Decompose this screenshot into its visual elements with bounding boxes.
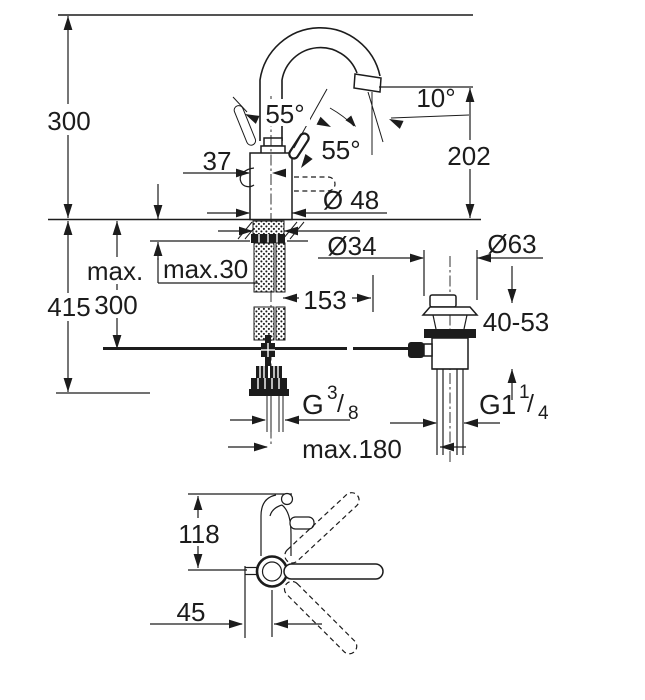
lever-left-extension [232,96,248,113]
dim-label-g38-g: G [302,389,324,420]
dim-37: 37 [183,146,286,178]
dim-55-right: 55° [297,135,366,171]
lever-hook [239,167,255,188]
dim-55-left: 55° [243,99,333,131]
dim-label-g114-den: 4 [538,403,549,424]
dim-label-g38-den: 8 [348,403,359,424]
pop-up-rod [103,335,412,366]
plan-spout [260,492,315,556]
dim-45: 45 [150,590,322,637]
faucet-spout [259,27,384,155]
flexible-hoses [253,242,286,341]
dim-label-415: 415 [47,292,90,322]
dim-max180: max.180 [228,434,466,464]
dim-label-d63: Ø63 [487,229,536,259]
aerator [353,73,382,93]
dim-label-d48: Ø 48 [323,185,379,215]
dim-label-202: 202 [447,141,490,171]
dim-label-10: 10° [416,83,455,113]
dim-label-g114-slash: / [527,390,534,418]
dim-d34: Ø34 [218,226,386,261]
pop-up-waste [408,256,479,462]
plan-lever-up [284,492,360,564]
dim-label-d34: Ø34 [327,231,376,261]
supply-connection-nuts [249,366,289,396]
lever-axis-extension [293,88,328,149]
dim-label-g38-slash: / [337,390,344,418]
rod-knob [408,342,424,358]
dim-10deg: 10° [329,83,470,130]
dim-label-g114-num: 1 [519,382,530,403]
dim-label-37: 37 [203,146,232,176]
dim-label-max: max. [87,256,143,286]
waste-plug [429,294,457,308]
waste-gasket [424,329,476,338]
dim-415: 415 [44,221,95,392]
dim-label-118: 118 [178,519,219,549]
faucet-body [239,137,293,221]
dim-label-40-53: 40-53 [483,307,550,337]
dim-label-300-top: 300 [47,106,90,136]
dim-202: 202 [379,86,498,218]
dim-300-above-counter: 300 [42,16,96,218]
dim-label-55-left: 55° [265,99,304,129]
plan-view: 118 45 [150,492,384,655]
lever-right-position [288,132,310,160]
plan-lever-down [283,580,358,655]
plan-lever-neutral [283,563,384,580]
dim-40-53: 40-53 [483,266,550,400]
dim-label-max30: max.30 [163,254,248,284]
dim-label-55-right: 55° [321,135,360,165]
dim-label-g114-g: G1 [479,389,516,420]
dim-label-300-below: 300 [94,290,137,320]
dim-153: 153 [283,275,374,315]
dim-label-g38-num: 3 [327,383,338,404]
waste-body [431,337,469,370]
plan-body-circle [255,555,289,588]
dim-d48: Ø 48 [207,185,387,218]
dim-max-300: max. 300 [84,221,148,349]
dim-max-30: max.30 [153,184,258,284]
dim-label-45: 45 [177,597,206,627]
waste-flange [421,306,479,316]
dim-d63: Ø63 [386,229,543,300]
threaded-shank [251,220,285,243]
dim-label-153: 153 [303,285,346,315]
dim-g38: G 3 / 8 [230,383,359,425]
lever-front-position [294,176,336,192]
lever-left-position [233,105,257,146]
dim-118: 118 [174,496,224,568]
dim-label-max180: max.180 [302,434,402,464]
dim-g114: G1 1 / 4 [390,382,549,428]
supply-pipes [266,396,284,432]
waste-tailpipe [432,368,468,455]
